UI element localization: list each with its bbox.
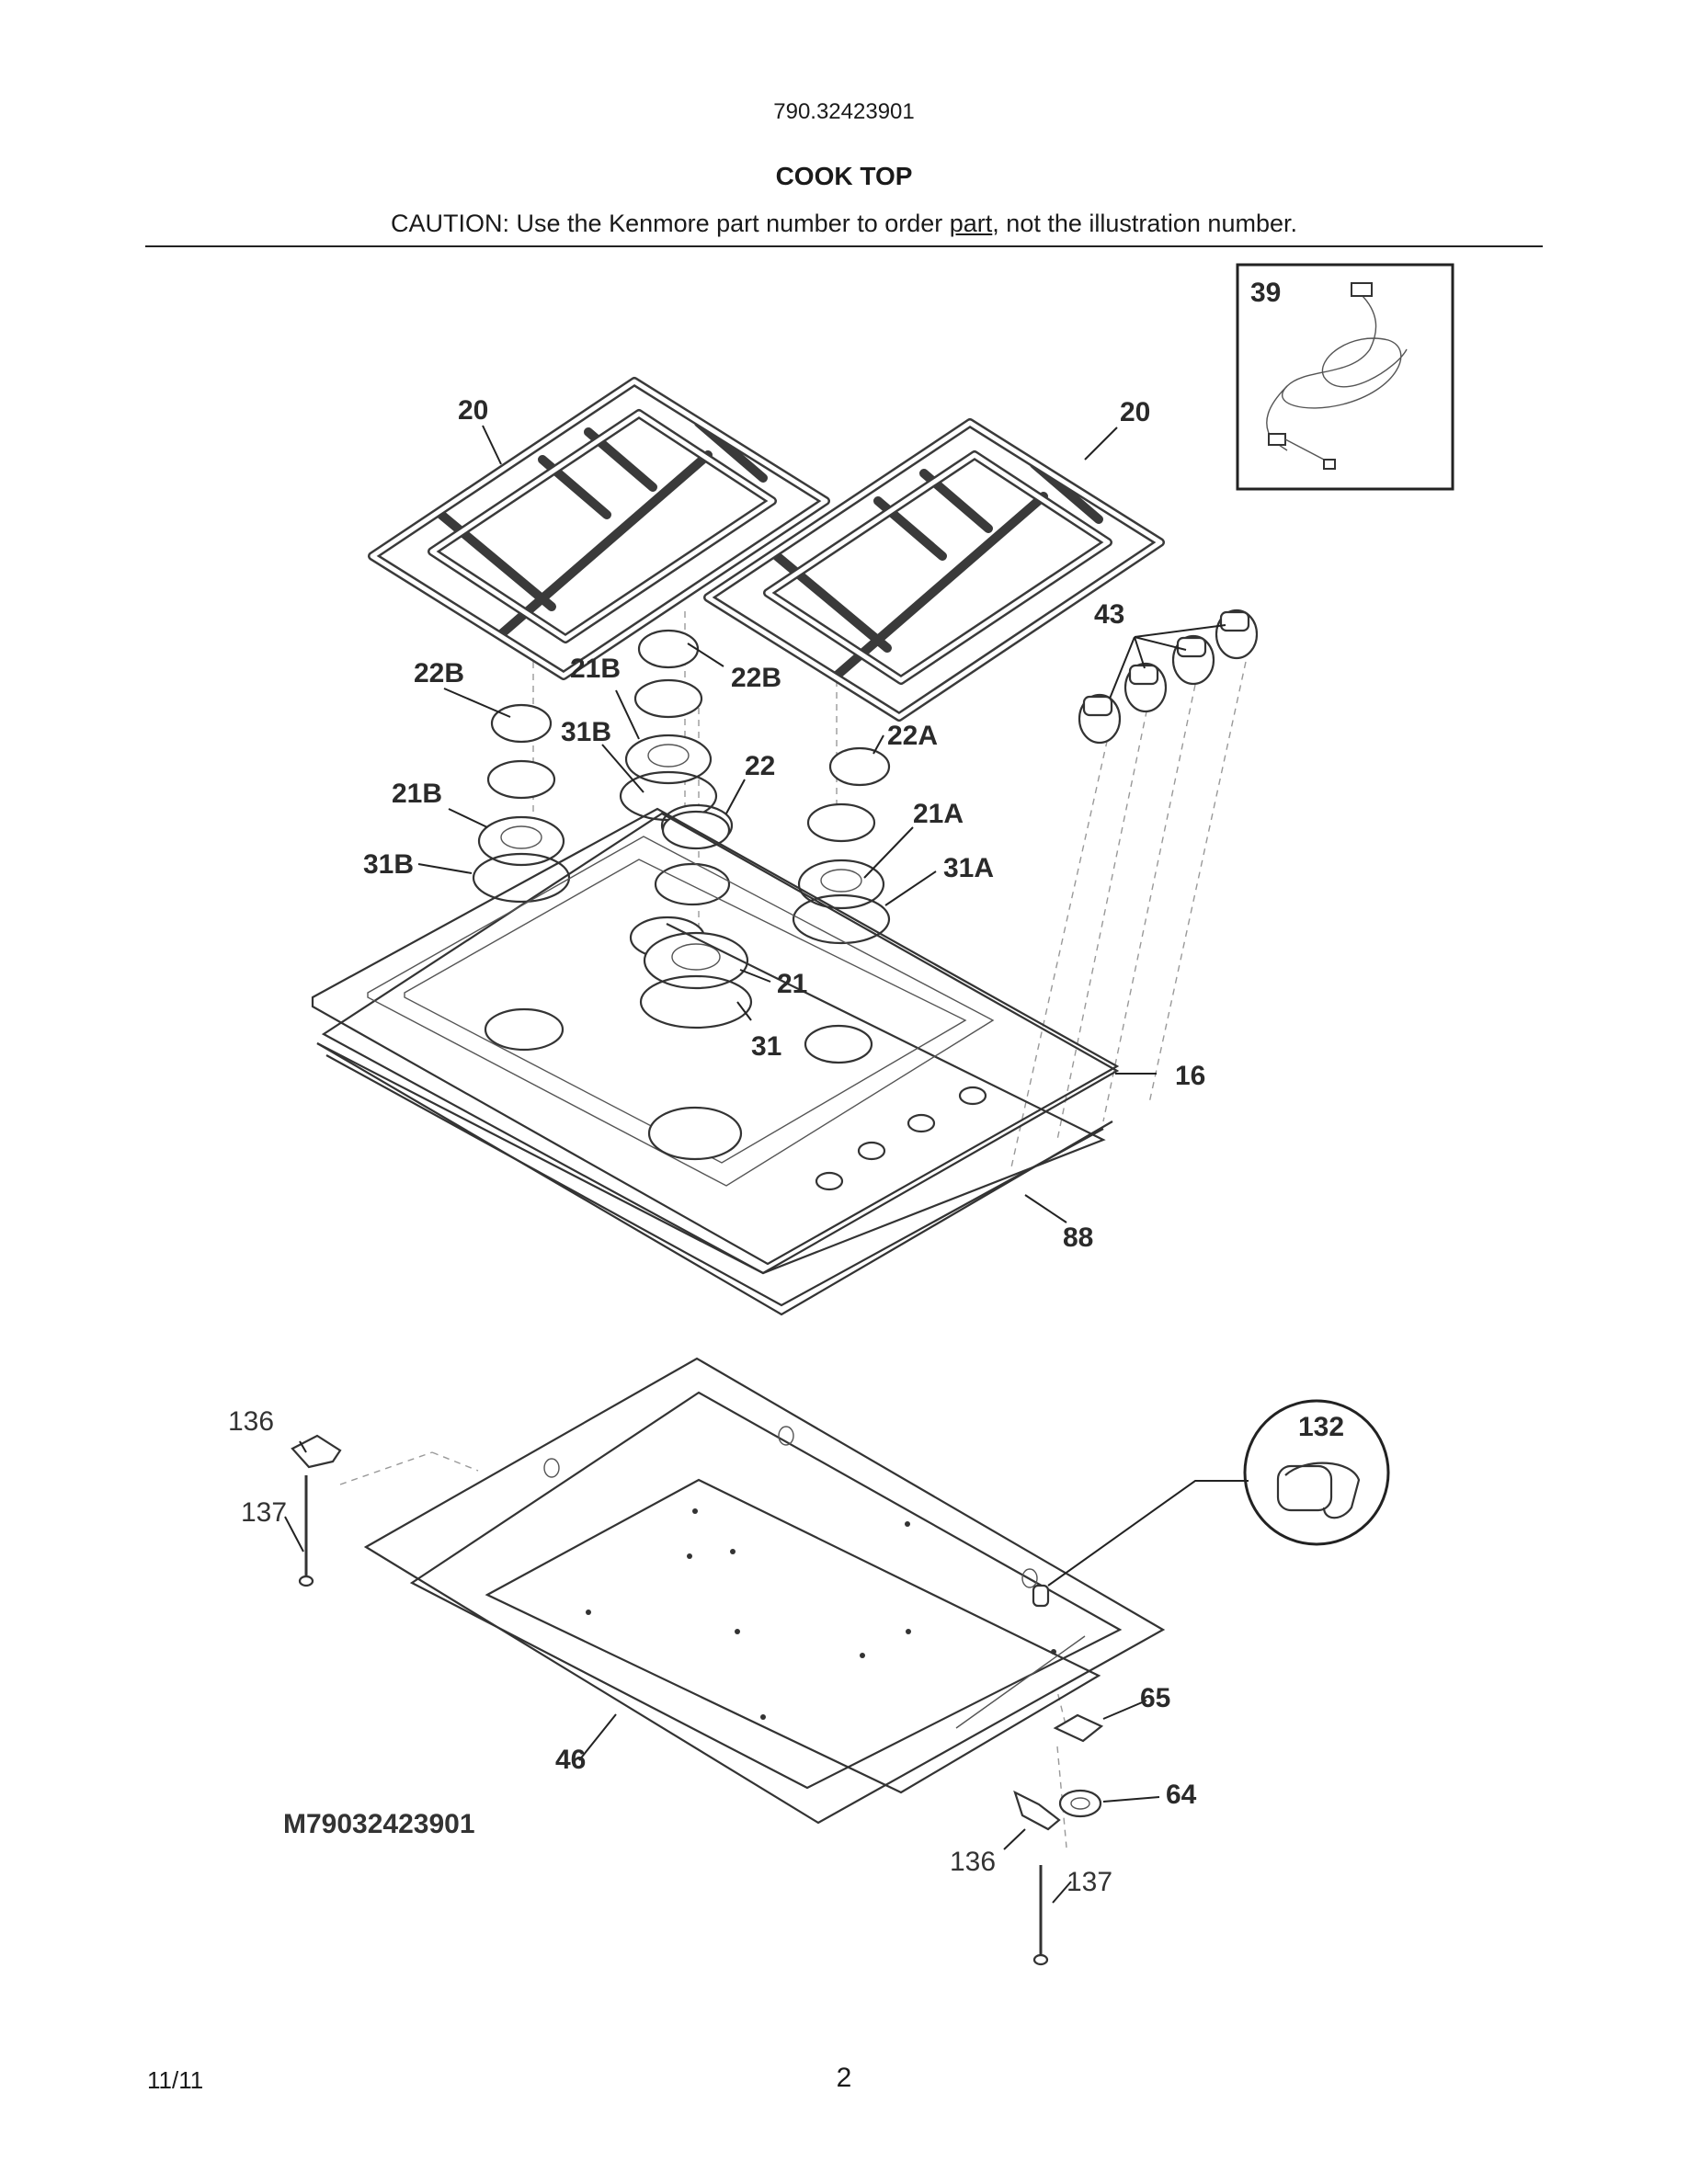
callout-21: 21 xyxy=(777,969,807,999)
model-number: 790.32423901 xyxy=(773,99,915,124)
callout-39: 39 xyxy=(1250,278,1281,308)
callout-137-top: 137 xyxy=(241,1497,287,1528)
callout-20-right: 20 xyxy=(1120,397,1150,427)
callout-65: 65 xyxy=(1140,1683,1170,1713)
caution-underlined-word: part xyxy=(949,210,993,237)
cooktop-surface xyxy=(311,807,1120,1275)
callout-22b-right: 22B xyxy=(731,663,781,693)
callout-21b-left: 21B xyxy=(392,779,442,809)
burner-parts xyxy=(472,629,891,1029)
callout-22b-left: 22B xyxy=(414,658,464,688)
page-title: COOK TOP xyxy=(775,162,913,190)
control-knobs xyxy=(1078,609,1259,745)
footer-date: 11/11 xyxy=(147,2066,204,2094)
left-grate xyxy=(368,377,830,680)
page-number: 2 xyxy=(836,2063,852,2093)
cooktop-gasket xyxy=(316,1042,1113,1316)
callout-21a: 21A xyxy=(913,799,964,829)
callout-20-left: 20 xyxy=(458,395,488,426)
callout-leader-lines xyxy=(284,425,1226,1904)
callout-136-top: 136 xyxy=(228,1406,274,1437)
callout-43: 43 xyxy=(1094,599,1124,630)
power-cord-inset xyxy=(1236,263,1454,491)
callout-22: 22 xyxy=(745,751,775,781)
callout-132: 132 xyxy=(1298,1412,1344,1442)
callout-22a: 22A xyxy=(887,721,938,751)
detail-inset-132 xyxy=(1047,1399,1390,1587)
right-grate xyxy=(703,418,1165,722)
callout-31b-top: 31B xyxy=(561,717,611,747)
callout-31: 31 xyxy=(751,1031,781,1062)
callout-88: 88 xyxy=(1063,1223,1093,1253)
callout-136-bottom: 136 xyxy=(950,1847,996,1877)
caution-text-start: CAUTION: Use the Kenmore part number to … xyxy=(391,210,950,237)
burner-box xyxy=(363,1357,1166,1825)
callout-137-bottom: 137 xyxy=(1066,1867,1112,1897)
callout-labels: 20 20 39 43 22B 21B 22B 31B 22 22A 21B 2… xyxy=(228,278,1344,1897)
callout-16: 16 xyxy=(1175,1061,1205,1091)
caution-note: CAUTION: Use the Kenmore part number to … xyxy=(0,210,1688,238)
diagram-id: M79032423901 xyxy=(283,1809,475,1839)
callout-21b-top: 21B xyxy=(570,654,621,684)
callout-31b-left: 31B xyxy=(363,849,414,880)
callout-46: 46 xyxy=(555,1745,586,1775)
header-rule xyxy=(145,245,1543,247)
callout-31a: 31A xyxy=(943,853,994,883)
caution-text-end: , not the illustration number. xyxy=(992,210,1297,237)
callout-64: 64 xyxy=(1166,1780,1197,1810)
fasteners xyxy=(291,1434,1104,1966)
